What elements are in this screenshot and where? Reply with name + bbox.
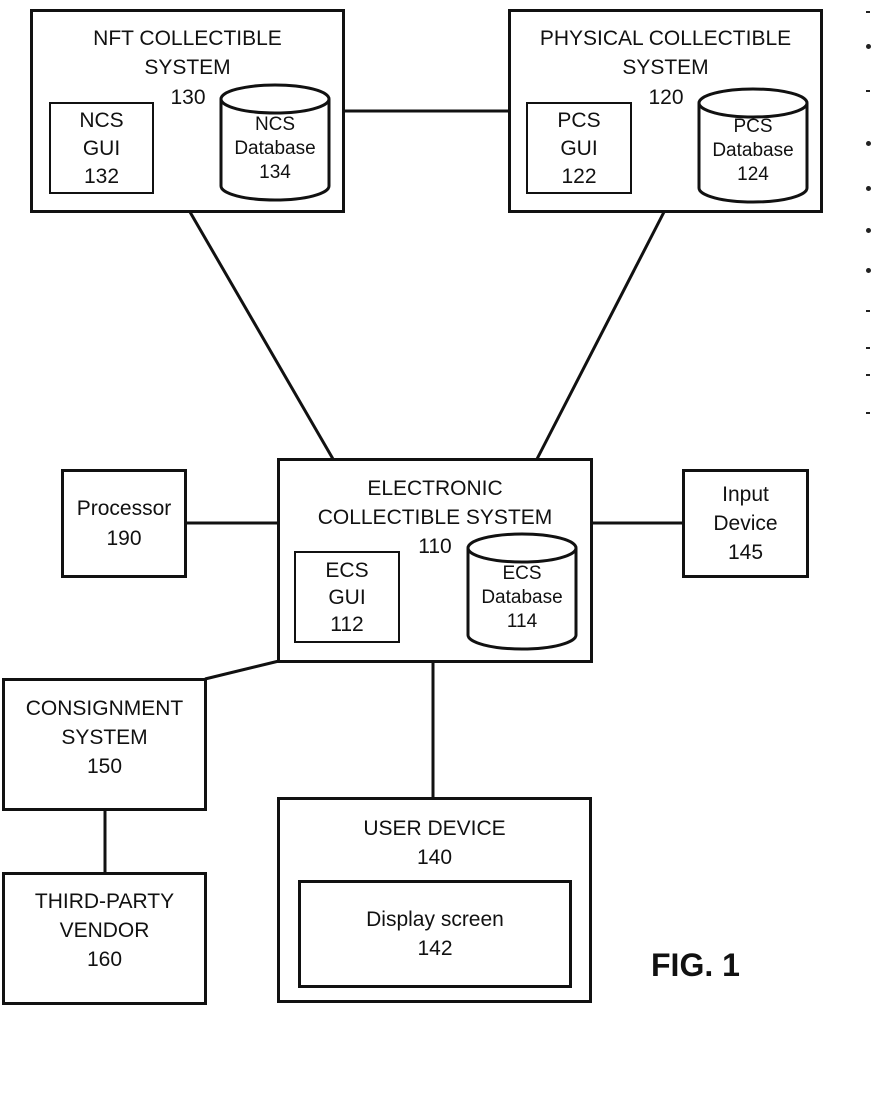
user-device-label: USER DEVICE xyxy=(277,814,592,843)
pcs-database-line1: PCS xyxy=(696,114,810,139)
ncs-database-ref: 134 xyxy=(218,160,332,185)
ncs-gui-line1: NCS xyxy=(49,106,154,135)
figure-label: FIG. 1 xyxy=(651,947,740,984)
pcs-database-ref: 124 xyxy=(696,162,810,187)
ecs-database-line1: ECS xyxy=(465,561,579,586)
pcs-gui-line2: GUI xyxy=(526,134,632,163)
processor-ref: 190 xyxy=(61,524,187,553)
link-physical-ecs xyxy=(537,212,664,459)
ecs-database-line2: Database xyxy=(465,585,579,610)
processor-label: Processor xyxy=(61,494,187,523)
pcs-gui-line1: PCS xyxy=(526,106,632,135)
pcs-gui-ref: 122 xyxy=(526,162,632,191)
vendor-ref: 160 xyxy=(2,945,207,974)
ncs-database-line2: Database xyxy=(218,136,332,161)
link-ecs-consignment xyxy=(205,661,279,679)
ncs-gui-ref: 132 xyxy=(49,162,154,191)
link-nft-ecs xyxy=(190,212,333,459)
physical-system-title-line2: SYSTEM xyxy=(508,53,823,82)
ecs-ref: 110 xyxy=(410,532,460,561)
pcs-database-line2: Database xyxy=(696,138,810,163)
input-device-ref: 145 xyxy=(682,538,809,567)
user-device-ref: 140 xyxy=(277,843,592,872)
ecs-gui-ref: 112 xyxy=(294,610,400,639)
ncs-database-line1: NCS xyxy=(218,112,332,137)
vendor-line1: THIRD-PARTY xyxy=(2,887,207,916)
nft-system-title-line1: NFT COLLECTIBLE xyxy=(30,24,345,53)
ecs-gui-line1: ECS xyxy=(294,556,400,585)
ecs-database-ref: 114 xyxy=(465,609,579,634)
consignment-ref: 150 xyxy=(2,752,207,781)
display-screen-label: Display screen xyxy=(298,905,572,934)
vendor-line2: VENDOR xyxy=(2,916,207,945)
physical-system-title-line1: PHYSICAL COLLECTIBLE xyxy=(508,24,823,53)
consignment-line1: CONSIGNMENT xyxy=(2,694,207,723)
physical-system-ref: 120 xyxy=(641,83,691,112)
nft-system-title-line2: SYSTEM xyxy=(30,53,345,82)
ncs-gui-line2: GUI xyxy=(49,134,154,163)
nft-system-ref: 130 xyxy=(163,83,213,112)
ecs-title-line1: ELECTRONIC xyxy=(277,474,593,503)
ecs-gui-line2: GUI xyxy=(294,583,400,612)
ecs-title-line2: COLLECTIBLE SYSTEM xyxy=(277,503,593,532)
display-screen-ref: 142 xyxy=(298,934,572,963)
input-device-line2: Device xyxy=(682,509,809,538)
input-device-line1: Input xyxy=(682,480,809,509)
consignment-line2: SYSTEM xyxy=(2,723,207,752)
